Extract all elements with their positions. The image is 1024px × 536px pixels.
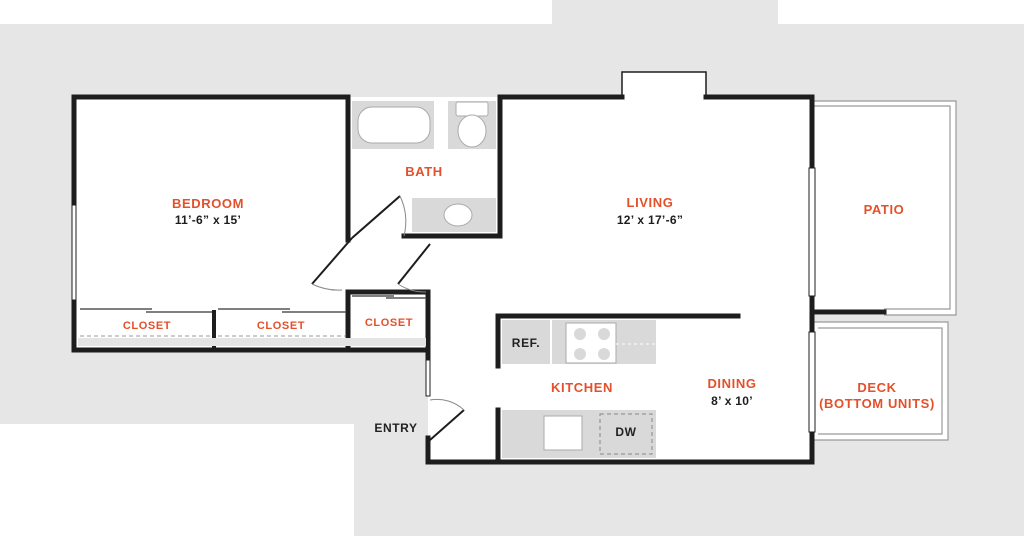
deck-window-right xyxy=(808,331,816,433)
deck-railing xyxy=(812,321,949,441)
bedroom-wall-left-thin xyxy=(71,204,77,301)
ref-area xyxy=(502,320,550,364)
living-dims: 12’ x 17’-6” xyxy=(616,213,684,227)
bath-label: BATH xyxy=(405,164,443,179)
dining-dims: 8’ x 10’ xyxy=(711,394,753,408)
toilet-tank xyxy=(455,101,489,117)
living-label: LIVING xyxy=(626,195,674,210)
walls xyxy=(71,94,887,465)
bathtub-basin xyxy=(357,106,431,144)
closet-doors xyxy=(80,295,426,313)
window-bump xyxy=(621,71,707,97)
door-swings xyxy=(311,195,465,411)
closet-label-2: CLOSET xyxy=(256,320,306,332)
toilet-bowl xyxy=(457,114,487,148)
deck-sublabel: (BOTTOM UNITS) xyxy=(819,396,935,411)
entry-window xyxy=(425,359,431,397)
closet-shelf-strip xyxy=(78,338,426,346)
ref-label: REF. xyxy=(511,336,541,350)
burners xyxy=(574,328,610,360)
dishwasher xyxy=(599,413,653,455)
closet-label-3: CLOSET xyxy=(364,317,414,329)
dining-label: DINING xyxy=(707,376,757,391)
dishwasher-label: DW xyxy=(615,425,637,439)
bedroom-label: BEDROOM xyxy=(171,196,245,211)
patio-floor xyxy=(812,101,956,315)
deck-label: DECK xyxy=(857,380,897,395)
entry-label: ENTRY xyxy=(374,421,418,435)
interior-floor xyxy=(74,97,812,462)
patio-label: PATIO xyxy=(863,202,905,217)
kitchen-sink xyxy=(543,415,583,451)
bedroom-dims: 11’-6” x 15’ xyxy=(174,213,242,227)
closet-label-1: CLOSET xyxy=(122,320,172,332)
living-window-right xyxy=(808,167,816,297)
patio-railing xyxy=(812,100,957,316)
doors xyxy=(311,195,465,441)
deck-floor xyxy=(812,322,948,440)
sink-basin xyxy=(443,203,473,227)
kitchen-label: KITCHEN xyxy=(551,380,613,395)
